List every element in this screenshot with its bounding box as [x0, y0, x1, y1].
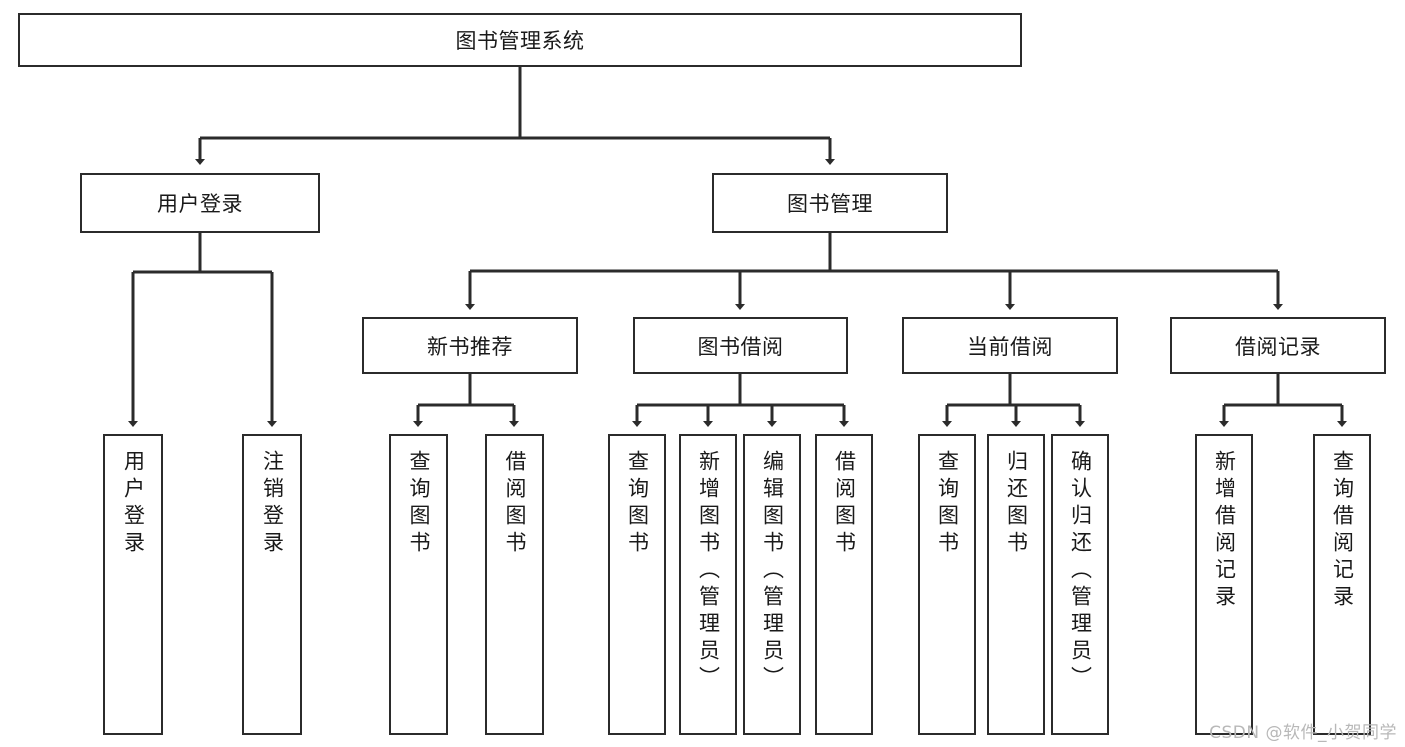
node-book-manage-label: 图书管理	[787, 192, 873, 216]
node-root[interactable]: 图书管理系统	[18, 13, 1022, 67]
node-book-borrow[interactable]: 图书借阅	[633, 317, 848, 374]
node-leaf-add-record[interactable]: 新增借阅记录	[1195, 434, 1253, 735]
node-user-login-label: 用户登录	[157, 192, 243, 216]
node-leaf-borrow-book-1-label: 借阅图书	[503, 450, 528, 558]
node-leaf-query-book-3-label: 查询图书	[935, 450, 960, 558]
node-leaf-add-record-label: 新增借阅记录	[1212, 450, 1237, 612]
node-leaf-query-book-1-label: 查询图书	[407, 450, 432, 558]
node-new-book-recommend-label: 新书推荐	[427, 334, 513, 359]
node-leaf-user-login-label: 用户登录	[121, 450, 146, 558]
node-leaf-user-login[interactable]: 用户登录	[103, 434, 163, 735]
node-book-manage[interactable]: 图书管理	[712, 173, 948, 233]
node-leaf-query-record-label: 查询借阅记录	[1330, 450, 1355, 612]
node-borrow-record[interactable]: 借阅记录	[1170, 317, 1386, 374]
node-leaf-confirm-return[interactable]: 确认归还（管理员）	[1051, 434, 1109, 735]
node-leaf-query-record[interactable]: 查询借阅记录	[1313, 434, 1371, 735]
node-leaf-borrow-book-1[interactable]: 借阅图书	[485, 434, 544, 735]
node-leaf-edit-book-label: 编辑图书（管理员）	[760, 450, 785, 693]
node-leaf-user-logout-label: 注销登录	[260, 450, 285, 558]
node-current-borrow-label: 当前借阅	[967, 334, 1053, 359]
node-user-login[interactable]: 用户登录	[80, 173, 320, 233]
node-leaf-add-book-label: 新增图书（管理员）	[696, 450, 721, 693]
node-leaf-query-book-1[interactable]: 查询图书	[389, 434, 448, 735]
csdn-watermark: CSDN @软件_小贺同学	[1209, 723, 1397, 743]
node-new-book-recommend[interactable]: 新书推荐	[362, 317, 578, 374]
node-leaf-query-book-3[interactable]: 查询图书	[918, 434, 976, 735]
node-leaf-confirm-return-label: 确认归还（管理员）	[1068, 450, 1093, 693]
node-leaf-edit-book[interactable]: 编辑图书（管理员）	[743, 434, 801, 735]
node-leaf-query-book-2[interactable]: 查询图书	[608, 434, 666, 735]
node-book-borrow-label: 图书借阅	[697, 334, 784, 359]
node-leaf-borrow-book-2-label: 借阅图书	[832, 450, 857, 558]
node-root-label: 图书管理系统	[455, 29, 585, 53]
node-current-borrow[interactable]: 当前借阅	[902, 317, 1118, 374]
node-borrow-record-label: 借阅记录	[1235, 334, 1321, 359]
node-leaf-user-logout[interactable]: 注销登录	[242, 434, 302, 735]
node-leaf-return-book-label: 归还图书	[1004, 450, 1029, 558]
node-leaf-borrow-book-2[interactable]: 借阅图书	[815, 434, 873, 735]
node-leaf-add-book[interactable]: 新增图书（管理员）	[679, 434, 737, 735]
node-leaf-return-book[interactable]: 归还图书	[987, 434, 1045, 735]
node-leaf-query-book-2-label: 查询图书	[625, 450, 650, 558]
